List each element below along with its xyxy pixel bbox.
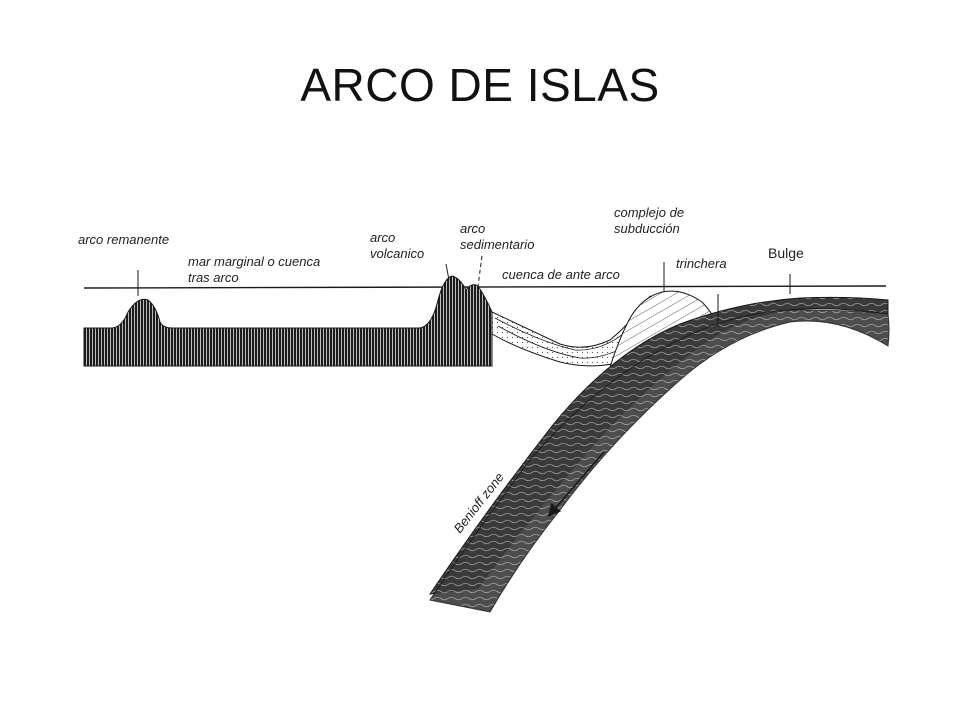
label-arco-volcanico-2: volcanico <box>370 246 424 261</box>
sea-level-line <box>83 285 887 289</box>
label-trinchera: trinchera <box>676 256 727 271</box>
slab-underside <box>429 309 890 613</box>
page-title: ARCO DE ISLAS <box>300 59 660 111</box>
overriding-plate <box>83 275 493 367</box>
label-arco-sedimentario-1: arco <box>460 221 485 236</box>
benioff-arrow <box>547 451 605 517</box>
label-cuenca-ante-arco: cuenca de ante arco <box>502 267 620 282</box>
label-arco-volcanico-1: arco <box>370 230 395 245</box>
tick-arco-volcanico <box>445 263 450 281</box>
label-bulge: Bulge <box>768 245 804 261</box>
label-mar-marginal-2: tras arco <box>188 270 239 285</box>
label-complejo-2: subducción <box>614 221 680 236</box>
basin-layer-line <box>494 317 641 351</box>
label-complejo-1: complejo de <box>614 205 684 220</box>
label-mar-marginal-1: mar marginal o cuenca <box>188 254 320 269</box>
tick-arco-sedimentario <box>477 255 483 287</box>
label-arco-remanente: arco remanente <box>78 232 169 247</box>
label-arco-sedimentario-2: sedimentario <box>460 237 534 252</box>
